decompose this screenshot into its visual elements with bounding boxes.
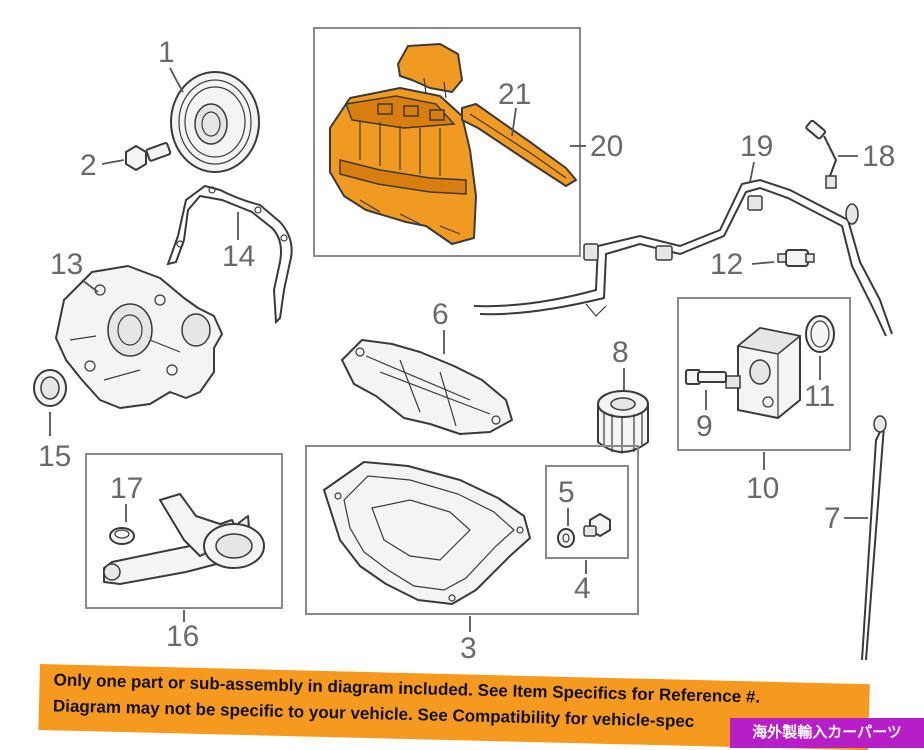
- callout-2: 2: [80, 149, 97, 182]
- callout-16: 16: [166, 620, 199, 653]
- box-10: [677, 297, 851, 451]
- part-7-dipstick: [861, 415, 887, 661]
- callout-13: 13: [50, 248, 83, 281]
- part-16-oil-pickup-tube: [103, 493, 265, 585]
- callout-3: 3: [460, 632, 477, 665]
- callout-17: 17: [110, 472, 143, 505]
- part-12-pressure-switch: [777, 249, 815, 267]
- part-14-front-cover-gasket: [166, 184, 293, 325]
- import-parts-badge: 海外製輸入カーパーツ: [730, 718, 924, 748]
- callout-10: 10: [746, 472, 779, 505]
- callout-11: 11: [804, 380, 835, 413]
- part-20-oil-separator-assembly: [329, 87, 477, 245]
- part-11-o-ring: [805, 315, 835, 353]
- callout-9: 9: [696, 410, 713, 443]
- callout-19: 19: [740, 130, 773, 163]
- callout-18: 18: [862, 140, 895, 173]
- part-19-vent-tube: [473, 178, 893, 337]
- box-4: [545, 465, 629, 559]
- callout-20: 20: [590, 130, 623, 163]
- part-5-washer: [557, 528, 575, 548]
- callout-12: 12: [710, 248, 743, 281]
- box-3: [305, 445, 639, 615]
- callout-8: 8: [612, 336, 629, 369]
- part-18-sensor: [805, 119, 838, 189]
- part-13-timing-front-cover: [55, 265, 223, 409]
- callout-4: 4: [574, 572, 591, 605]
- callout-15: 15: [38, 440, 71, 473]
- part-6-windage-tray: [341, 339, 513, 435]
- part-9-bolt: [685, 369, 727, 385]
- callout-6: 6: [432, 298, 449, 331]
- callout-1: 1: [158, 36, 175, 69]
- part-cover-cap: [397, 43, 463, 99]
- callout-7: 7: [824, 502, 841, 535]
- part-17-o-ring: [109, 527, 135, 545]
- callout-14: 14: [222, 240, 255, 273]
- part-4-drain-plug: [583, 513, 611, 537]
- part-1-crankshaft-pulley: [170, 71, 260, 173]
- part-8-oil-filter: [597, 390, 649, 454]
- box-20: [313, 27, 581, 257]
- part-10-oil-cooler: [725, 327, 802, 419]
- callout-5: 5: [558, 476, 575, 509]
- part-2-bolt: [125, 142, 172, 171]
- part-21-gasket: [461, 103, 577, 187]
- part-3-oil-pan: [323, 461, 531, 605]
- box-16: [85, 453, 283, 609]
- part-15-crankshaft-seal: [33, 369, 67, 407]
- callout-21: 21: [498, 78, 531, 111]
